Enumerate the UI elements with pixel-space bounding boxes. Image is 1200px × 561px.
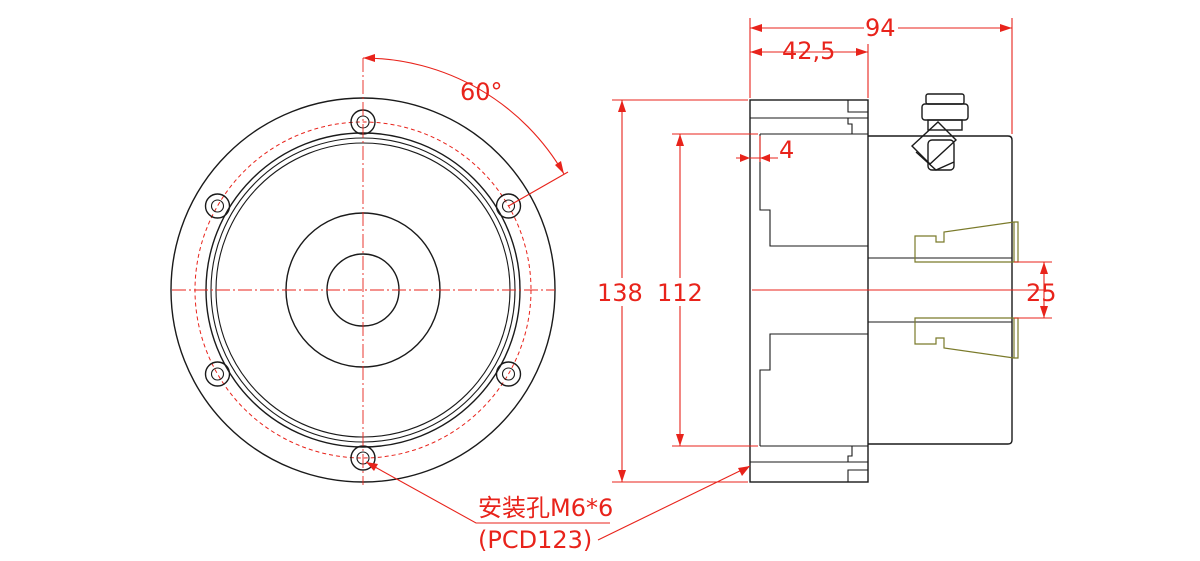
mounting-hole	[495, 193, 522, 219]
callout-leader-side	[597, 465, 751, 541]
mounting-hole	[204, 361, 231, 387]
collet-top	[914, 221, 1019, 263]
outer-diameter-label: 138	[597, 279, 643, 307]
angle-arrow-start	[363, 54, 375, 62]
step-depth-dimension: 4	[736, 136, 794, 164]
angle-label: 60°	[460, 78, 503, 106]
body-length-label: 42,5	[782, 37, 835, 65]
mounting-hole	[495, 361, 522, 387]
inner-diameter-dimension: 112	[656, 133, 758, 447]
flange-body	[749, 99, 869, 483]
collet	[914, 221, 1019, 359]
angle-dimension: 60°	[362, 54, 569, 207]
callout-line1: 安装孔M6*6	[478, 494, 613, 522]
angle-arrow-end	[555, 161, 564, 174]
callout-arrow-side	[738, 466, 750, 476]
shaft-diameter-dimension: 25	[1014, 261, 1057, 319]
inner-diameter-label: 112	[657, 279, 703, 307]
mounting-hole-callout: 安装孔M6*6 (PCD123)	[478, 494, 613, 554]
air-fitting	[910, 93, 969, 171]
mounting-hole	[204, 193, 231, 219]
outer-diameter-dimension: 138	[596, 99, 748, 483]
shaft-diameter-label: 25	[1026, 279, 1057, 307]
side-view: 94 42,5 4 138	[596, 14, 1057, 541]
angle-arc	[362, 57, 565, 175]
front-view: 60°	[170, 54, 610, 524]
body-length-dimension: 42,5	[750, 37, 869, 98]
angle-extension-line	[508, 171, 569, 207]
overall-length-label: 94	[865, 14, 896, 42]
flange-outline	[749, 99, 869, 483]
callout-leader-front	[365, 461, 610, 524]
step-depth-label: 4	[779, 136, 794, 164]
callout-line2: (PCD123)	[478, 526, 592, 554]
overall-length-dimension: 94	[749, 14, 1013, 134]
collet-bottom	[914, 317, 1019, 359]
callout-arrow-front	[366, 462, 378, 471]
